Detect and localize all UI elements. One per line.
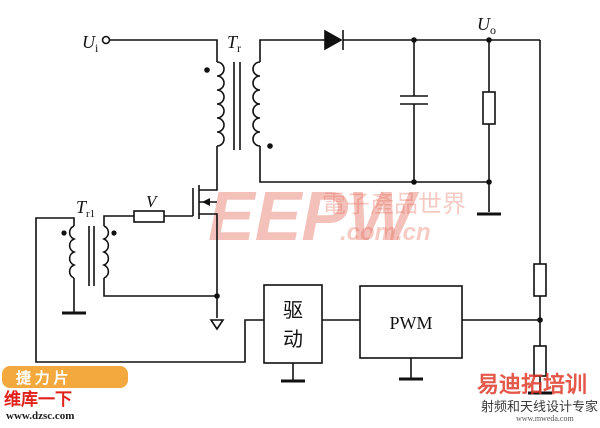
- secondary-dot: [267, 143, 273, 149]
- feedback-divider: [533, 40, 547, 392]
- eepw-logo: EEPW: [208, 177, 420, 255]
- mosfet-switch: [192, 182, 218, 222]
- right-url: www.mweda.com: [516, 414, 574, 423]
- secondary-top-wire: [259, 39, 325, 62]
- output-capacitor: [400, 40, 428, 182]
- input-label: Ui: [82, 32, 99, 55]
- drive-primary-dot: [61, 230, 67, 236]
- pwm-block: [359, 285, 463, 359]
- right-logo-cn: 易迪拓培训: [477, 372, 587, 397]
- pwm-label: PWM: [389, 313, 432, 333]
- left-logo-cn: 捷 力 片: [16, 369, 69, 387]
- drive-secondary-dot: [111, 230, 117, 236]
- gate-resistor: [133, 210, 165, 223]
- driver-label-1: 驱: [283, 299, 303, 322]
- transformer-secondary: [252, 61, 261, 147]
- input-wire: [110, 39, 218, 62]
- eepw-domain: .com.cn: [340, 219, 431, 246]
- drive-transformer-primary: [68, 225, 77, 279]
- right-corner-watermark: 易迪拓培训 射频和天线设计专家 www.mweda.com: [477, 372, 598, 423]
- drive-transformer-label: Tr1: [76, 197, 95, 220]
- eepw-brand-cn: 電子產品世界: [322, 190, 466, 218]
- drive-secondary-bottom-wire: [103, 278, 217, 297]
- drive-secondary-top-wire: [103, 215, 134, 226]
- transformer-label: Tr: [227, 32, 241, 55]
- switch-label: V: [146, 192, 159, 211]
- input-terminal: [101, 35, 111, 45]
- driver-block: [263, 284, 323, 364]
- left-corner-watermark: 捷 力 片 维库一下 www.dzsc.com: [2, 366, 128, 422]
- transformer-primary: [216, 61, 225, 147]
- primary-ground-symbol: [209, 319, 225, 331]
- right-sub-cn: 射频和天线设计专家: [481, 399, 598, 414]
- load-resistor: [482, 40, 496, 182]
- output-diode: [324, 29, 344, 51]
- left-sub-cn: 维库一下: [4, 389, 72, 409]
- driver-to-tr1-wire: [35, 217, 264, 363]
- primary-dot: [204, 67, 210, 73]
- secondary-return-wire: [259, 146, 490, 212]
- output-label: Uo: [477, 14, 496, 37]
- eepw-watermark: EEPW 電子產品世界 .com.cn: [208, 177, 466, 255]
- driver-label-2: 动: [283, 328, 303, 351]
- drive-transformer-secondary: [101, 225, 110, 279]
- left-url: www.dzsc.com: [6, 410, 74, 422]
